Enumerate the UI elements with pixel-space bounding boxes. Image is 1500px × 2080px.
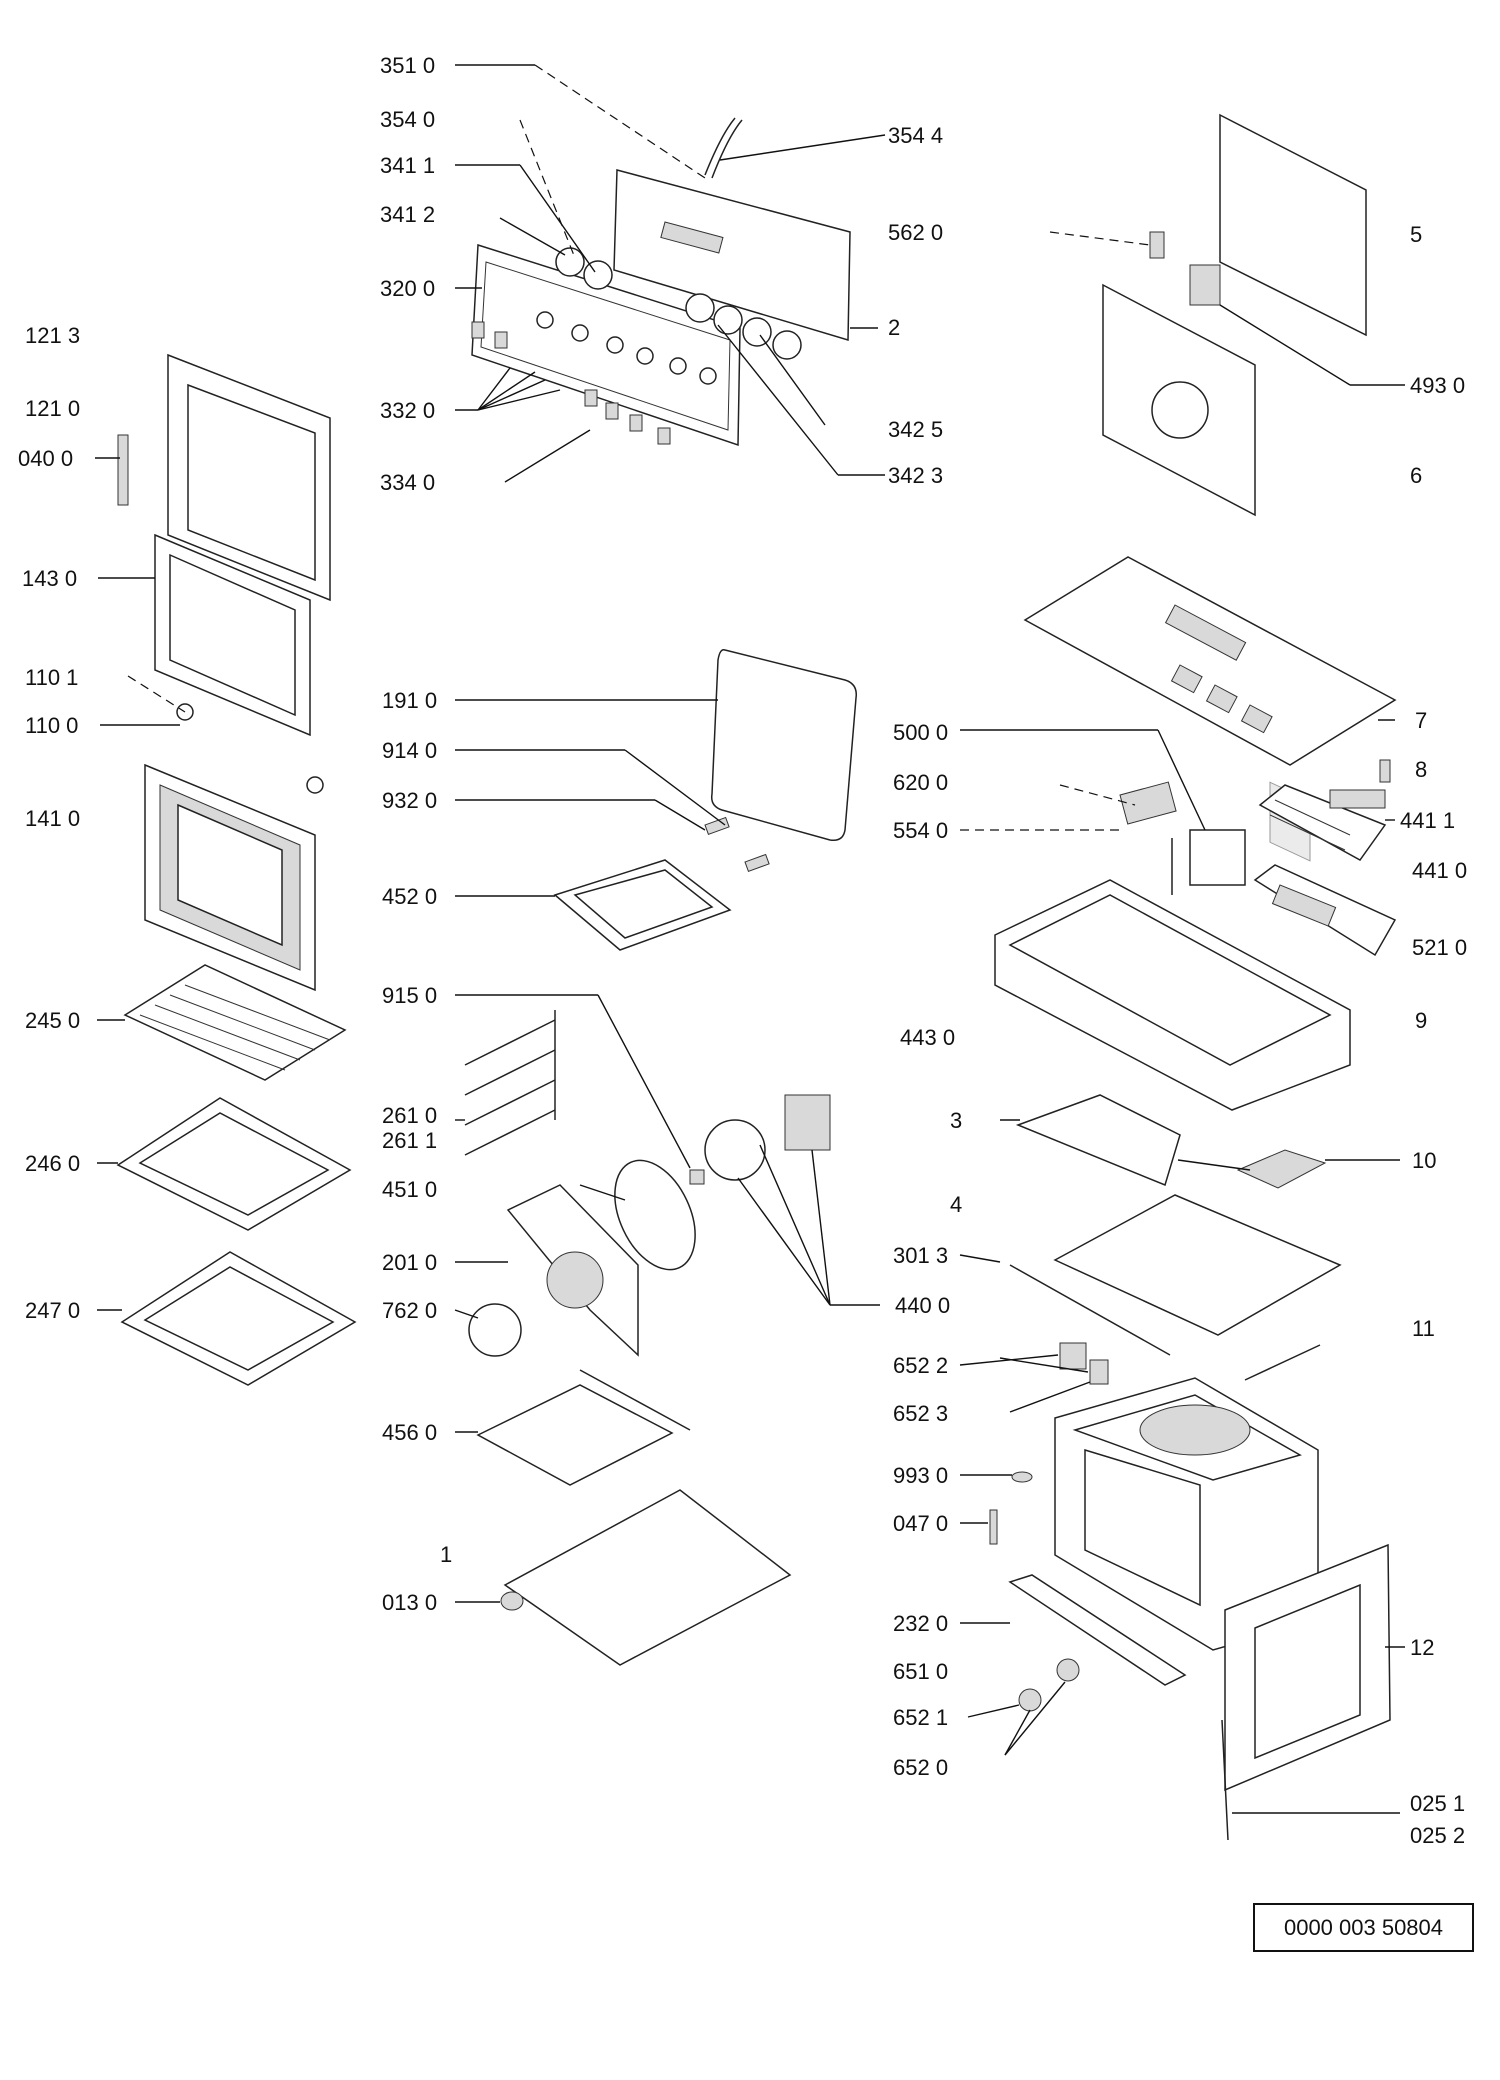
label-040-0: 040 0 bbox=[18, 446, 73, 471]
label-261-0: 261 0 bbox=[382, 1103, 437, 1128]
label-4: 4 bbox=[950, 1192, 962, 1217]
label-652-3: 652 3 bbox=[893, 1401, 948, 1426]
oven-racks bbox=[116, 964, 357, 1386]
label-521-0: 521 0 bbox=[1412, 935, 1467, 960]
label-261-1: 261 1 bbox=[382, 1128, 437, 1153]
label-500-0: 500 0 bbox=[893, 720, 948, 745]
label-110-0: 110 0 bbox=[25, 713, 78, 738]
label-301-3: 301 3 bbox=[893, 1243, 948, 1268]
document-number-box: 0000 003 50804 bbox=[1253, 1903, 1474, 1952]
label-9: 9 bbox=[1415, 1008, 1427, 1033]
label-201-0: 201 0 bbox=[382, 1250, 437, 1275]
label-342-3: 342 3 bbox=[888, 463, 943, 488]
label-245-0: 245 0 bbox=[25, 1008, 80, 1033]
label-143-0: 143 0 bbox=[22, 566, 77, 591]
label-620-0: 620 0 bbox=[893, 770, 948, 795]
back-panel-assembly bbox=[1102, 113, 1367, 862]
label-047-0: 047 0 bbox=[893, 1511, 948, 1536]
label-110-1: 110 1 bbox=[25, 665, 78, 690]
label-025-1: 025 1 bbox=[1410, 1791, 1465, 1816]
label-5: 5 bbox=[1410, 222, 1422, 247]
label-351-0: 351 0 bbox=[380, 53, 435, 78]
label-10: 10 bbox=[1412, 1148, 1436, 1173]
right-components bbox=[989, 556, 1397, 1841]
label-562-0: 562 0 bbox=[888, 220, 943, 245]
label-025-2: 025 2 bbox=[1410, 1823, 1465, 1848]
control-panel-assembly bbox=[471, 117, 851, 447]
label-8: 8 bbox=[1415, 757, 1427, 782]
label-456-0: 456 0 bbox=[382, 1420, 437, 1445]
label-334-0: 334 0 bbox=[380, 470, 435, 495]
label-247-0: 247 0 bbox=[25, 1298, 80, 1323]
label-341-1: 341 1 bbox=[380, 153, 435, 178]
label-354-0: 354 0 bbox=[380, 107, 435, 132]
label-11: 11 bbox=[1412, 1316, 1435, 1341]
label-121-3: 121 3 bbox=[25, 323, 80, 348]
label-915-0: 915 0 bbox=[382, 983, 437, 1008]
label-441-0: 441 0 bbox=[1412, 858, 1467, 883]
label-652-0: 652 0 bbox=[893, 1755, 948, 1780]
label-914-0: 914 0 bbox=[382, 738, 437, 763]
label-652-2: 652 2 bbox=[893, 1353, 948, 1378]
label-932-0: 932 0 bbox=[382, 788, 437, 813]
label-320-0: 320 0 bbox=[380, 276, 435, 301]
label-554-0: 554 0 bbox=[893, 818, 948, 843]
label-652-1: 652 1 bbox=[893, 1705, 948, 1730]
label-246-0: 246 0 bbox=[25, 1151, 80, 1176]
label-6: 6 bbox=[1410, 463, 1422, 488]
label-2: 2 bbox=[888, 315, 900, 340]
label-7: 7 bbox=[1415, 708, 1427, 733]
label-141-0: 141 0 bbox=[25, 806, 80, 831]
label-332-0: 332 0 bbox=[380, 398, 435, 423]
label-121-0: 121 0 bbox=[25, 396, 80, 421]
label-493-0: 493 0 bbox=[1410, 373, 1465, 398]
label-993-0: 993 0 bbox=[893, 1463, 948, 1488]
label-451-0: 451 0 bbox=[382, 1177, 437, 1202]
label-342-5: 342 5 bbox=[888, 417, 943, 442]
label-3: 3 bbox=[950, 1108, 962, 1133]
label-013-0: 013 0 bbox=[382, 1590, 437, 1615]
label-762-0: 762 0 bbox=[382, 1298, 437, 1323]
label-440-0: 440 0 bbox=[895, 1293, 950, 1318]
part-number-labels: 351 0 354 0 341 1 341 2 320 0 332 0 334 … bbox=[18, 53, 1467, 1848]
label-441-1: 441 1 bbox=[1400, 808, 1455, 833]
leader-lines bbox=[95, 64, 1405, 1814]
label-341-2: 341 2 bbox=[380, 202, 435, 227]
label-651-0: 651 0 bbox=[893, 1659, 948, 1684]
label-452-0: 452 0 bbox=[382, 884, 437, 909]
label-232-0: 232 0 bbox=[893, 1611, 948, 1636]
label-191-0: 191 0 bbox=[382, 688, 437, 713]
label-12: 12 bbox=[1410, 1635, 1434, 1660]
door-assembly bbox=[117, 353, 331, 992]
label-443-0: 443 0 bbox=[900, 1025, 955, 1050]
middle-components bbox=[464, 648, 858, 1666]
label-354-4: 354 4 bbox=[888, 123, 943, 148]
label-1: 1 bbox=[440, 1542, 452, 1567]
